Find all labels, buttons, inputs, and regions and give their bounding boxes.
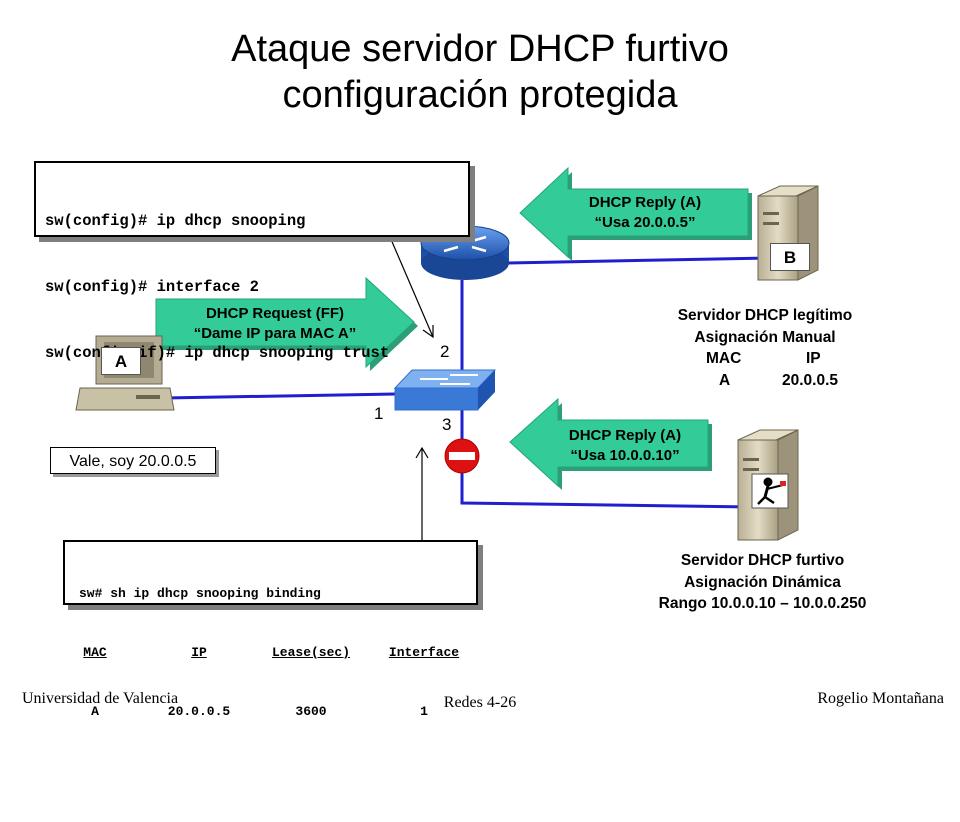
switch-icon xyxy=(393,369,497,411)
dhcp-reply-rogue-line-2: “Usa 10.0.0.10” xyxy=(570,447,680,464)
network-diagram xyxy=(75,166,819,541)
dhcp-reply-legit-arrow xyxy=(519,166,752,261)
footer-slide-number: Redes 4-26 xyxy=(443,694,517,711)
footer-university: Universidad de Valencia xyxy=(22,690,179,707)
link-switch-to-client xyxy=(164,392,396,400)
thief-icon xyxy=(757,477,786,505)
dhcp-reply-rogue-line-1: DHCP Reply (A) xyxy=(568,427,682,444)
legit-server-table: MAC IP A 20.0.0.5 xyxy=(630,348,900,392)
rogue-server-line-1: Servidor DHCP furtivo xyxy=(680,552,845,569)
legit-server-label: B xyxy=(770,243,810,271)
pointer-lines xyxy=(389,236,434,540)
dhcp-reply-rogue-arrow xyxy=(509,397,712,490)
network-links xyxy=(164,256,771,509)
footer-author: Rogelio Montañana xyxy=(817,690,944,707)
port-1-label: 1 xyxy=(374,404,384,423)
dhcp-request-line-1: DHCP Request (FF) xyxy=(205,305,345,322)
rogue-server-line-2: Asignación Dinámica xyxy=(684,573,841,591)
port-2-label: 2 xyxy=(440,342,450,361)
config-line-1: sw(config)# ip dhcp snooping xyxy=(45,212,306,230)
binding-header-interface: Interface xyxy=(388,645,460,660)
client-reply-box: Vale, soy 20.0.0.5 xyxy=(50,447,216,474)
slide-title: Ataque servidor DHCP furtivo configuraci… xyxy=(0,26,960,118)
binding-header-mac: MAC xyxy=(83,645,107,660)
legit-server-line-1: Servidor DHCP legítimo xyxy=(677,307,853,324)
binding-value-interface: 1 xyxy=(420,704,428,719)
title-line-2: configuración protegida xyxy=(282,74,678,116)
dhcp-reply-legit-line-1: DHCP Reply (A) xyxy=(588,194,702,211)
legit-table-header-ip: IP xyxy=(806,350,821,367)
binding-value-lease: 3600 xyxy=(295,704,327,719)
blocked-port-icon xyxy=(444,438,480,474)
binding-data-row: A 20.0.0.5 3600 1 xyxy=(79,702,476,721)
link-router-to-server-b xyxy=(504,256,771,265)
dhcp-reply-legit-line-2: “Usa 20.0.0.5” xyxy=(594,214,696,231)
legit-server-info: Servidor DHCP legítimo Asignación Manual xyxy=(630,305,900,348)
dhcp-reply-legit-text: DHCP Reply (A) “Usa 20.0.0.5” xyxy=(560,193,730,233)
legit-table-header-mac: MAC xyxy=(706,350,742,367)
binding-value-ip: 20.0.0.5 xyxy=(167,704,231,719)
rogue-server-icon xyxy=(737,429,799,541)
binding-header-ip: IP xyxy=(191,645,207,660)
binding-header-row: MAC IP Lease(sec) Interface xyxy=(79,643,476,662)
snooping-binding-box: sw# sh ip dhcp snooping binding MAC IP L… xyxy=(63,540,478,719)
port-3-label: 3 xyxy=(442,415,452,434)
config-pointer-head xyxy=(422,325,434,339)
legit-table-value-mac: A xyxy=(719,371,731,389)
binding-pointer-head xyxy=(415,446,429,459)
dhcp-request-arrow xyxy=(155,276,418,371)
legit-server-line-2: Asignación Manual xyxy=(694,328,836,346)
binding-value-mac: A xyxy=(91,704,99,719)
dhcp-request-line-2: “Dame IP para MAC A” xyxy=(193,325,357,342)
binding-header-lease: Lease(sec) xyxy=(271,645,350,660)
link-blocker-to-rogue-server xyxy=(460,468,753,509)
title-line-1: Ataque servidor DHCP furtivo xyxy=(231,28,729,70)
config-pointer-line xyxy=(389,236,434,338)
config-commands-box: sw(config)# ip dhcp snooping sw(config)#… xyxy=(34,161,470,362)
config-line-2: sw(config)# interface 2 xyxy=(45,278,259,296)
rogue-server-info: Servidor DHCP furtivo Asignación Dinámic… xyxy=(610,550,915,615)
legit-table-value-ip: 20.0.0.5 xyxy=(782,371,839,389)
dhcp-reply-rogue-text: DHCP Reply (A) “Usa 10.0.0.10” xyxy=(540,426,710,466)
binding-command: sw# sh ip dhcp snooping binding xyxy=(79,586,321,601)
rogue-server-line-3: Rango 10.0.0.10 – 10.0.0.250 xyxy=(658,595,867,612)
client-label: A xyxy=(101,347,141,375)
dhcp-request-text: DHCP Request (FF) “Dame IP para MAC A” xyxy=(170,304,380,344)
router-icon xyxy=(420,225,510,280)
